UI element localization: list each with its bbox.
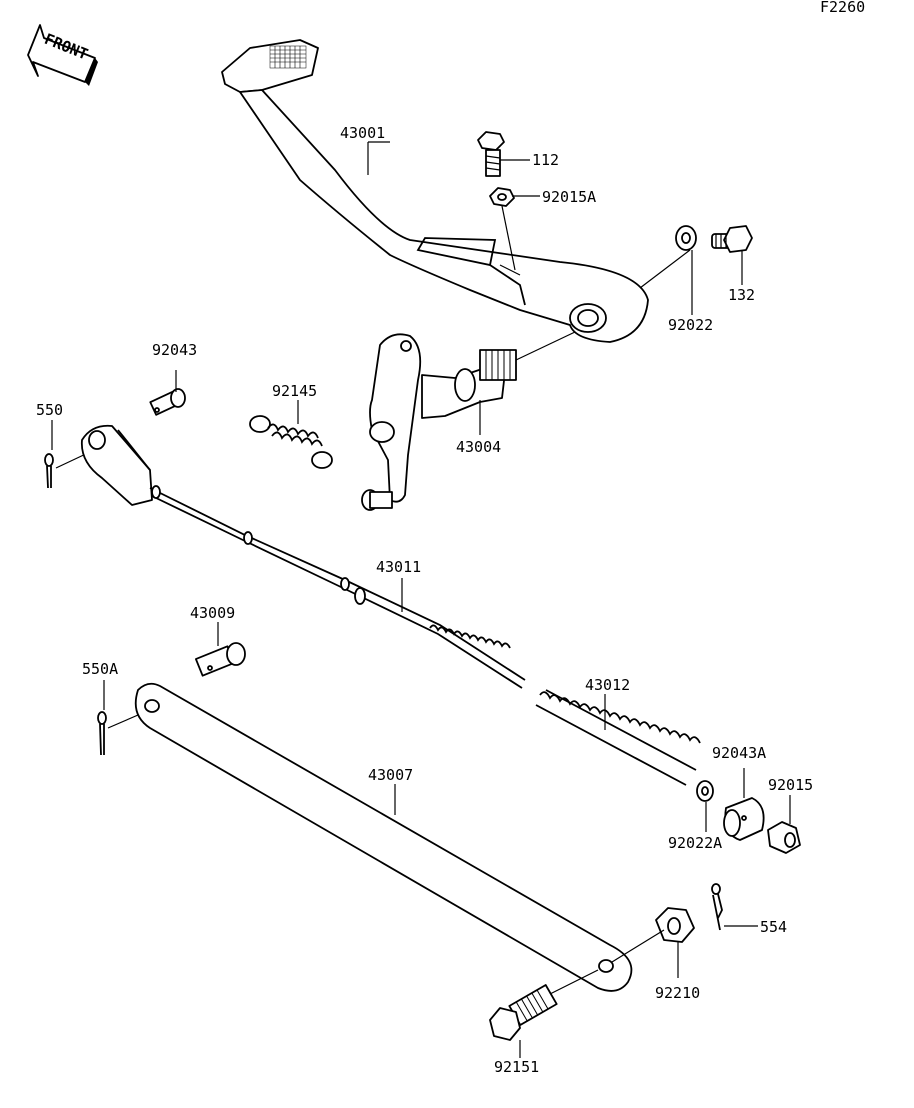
cotter-pin-550A[interactable] [97,711,107,756]
label-43004: 43004 [456,438,501,456]
label-43011: 43011 [376,558,421,576]
label-92043A: 92043A [712,744,766,762]
bolt-132[interactable] [711,225,753,253]
pin-43009[interactable] [194,642,246,677]
washer-92022A[interactable] [696,780,714,802]
label-43007: 43007 [368,766,413,784]
washer-92022[interactable] [675,225,697,251]
label-43001: 43001 [340,124,385,142]
clip-554[interactable] [711,883,723,931]
brake-pedal-43001[interactable] [221,39,649,343]
label-43012: 43012 [585,676,630,694]
lever-link-43007[interactable] [134,682,633,992]
label-554: 554 [760,918,787,936]
spring-43012[interactable] [535,689,701,786]
label-92022A: 92022A [668,834,722,852]
label-92043: 92043 [152,341,197,359]
spring-92145[interactable] [249,415,333,469]
label-92015: 92015 [768,776,813,794]
label-550A: 550A [82,660,118,678]
label-92022: 92022 [668,316,713,334]
nut-92210[interactable] [655,907,695,943]
label-132: 132 [728,286,755,304]
cotter-pin-550[interactable] [44,453,54,489]
label-92145: 92145 [272,382,317,400]
bolt-112[interactable] [477,131,505,177]
brake-rod-43011[interactable] [149,485,526,689]
nut-92015[interactable] [767,821,801,854]
nut-92015A[interactable] [489,187,515,207]
label-43009: 43009 [190,604,235,622]
front-arrow-icon: FRONT [27,24,98,86]
shaft-lever-43004[interactable] [361,331,576,511]
clevis-43011[interactable] [80,424,153,506]
diagram-code: F2260 [820,0,865,16]
bolt-92151[interactable] [489,984,558,1041]
label-92015A: 92015A [542,188,596,206]
label-92210: 92210 [655,984,700,1002]
trunnion-92043A[interactable] [723,797,765,841]
label-92151: 92151 [494,1058,539,1076]
label-112: 112 [532,151,559,169]
label-550: 550 [36,401,63,419]
pin-92043[interactable] [149,388,186,416]
